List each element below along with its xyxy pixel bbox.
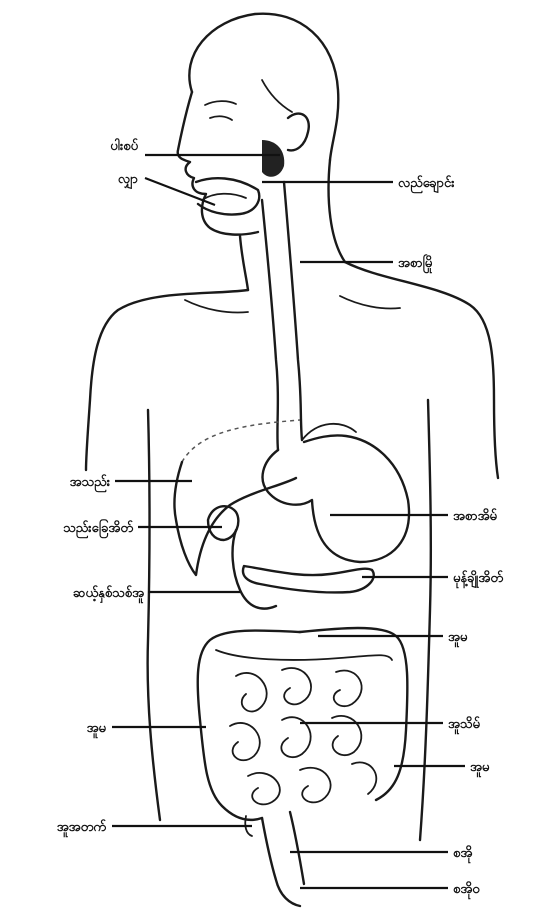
esophagus-left (262, 200, 278, 450)
label-large-intestine: အူမ (87, 721, 107, 739)
ear (288, 114, 309, 151)
torso-left (148, 410, 160, 820)
label-small-intestine: အူသိမ် (448, 715, 481, 735)
leader-tongue (145, 178, 215, 205)
torso-right (420, 400, 431, 840)
right-shoulder-arm (345, 262, 498, 478)
brow (205, 101, 236, 105)
label-esophagus: အစာမြို (398, 253, 434, 274)
label-duodenum: ဆယ့်နှစ်သစ်အူ (73, 584, 144, 604)
label-throat: လည်ချောင်း (398, 174, 455, 194)
eye (210, 116, 232, 120)
rectum-right-wall (290, 812, 304, 884)
label-gallbladder: သည်းခြေအိတ် (63, 518, 133, 539)
label-anus: စအိုဝ (453, 880, 480, 900)
stomach-fundus (302, 424, 356, 440)
digestive-tract (174, 140, 409, 906)
liver (174, 462, 296, 575)
label-colon-lower: အူမ (470, 760, 490, 778)
body-outline (86, 14, 498, 840)
pancreas (243, 566, 374, 593)
label-tongue: လျှာ (118, 172, 139, 190)
neck-left (240, 236, 248, 290)
left-collarbone (185, 300, 248, 313)
esophagus-right (284, 182, 302, 440)
right-collarbone (340, 296, 400, 309)
head-outline (189, 14, 338, 160)
liver-top (182, 420, 300, 462)
neck-right (329, 160, 345, 262)
label-pancreas: မုန့်ချိုအိတ် (453, 569, 503, 589)
descending-colon (300, 628, 407, 800)
label-mouth: ပါးစပ် (110, 137, 138, 154)
label-stomach: အစာအိမ် (453, 507, 498, 524)
transverse-colon-inner (216, 650, 392, 660)
hair-line (262, 80, 292, 112)
label-colon: အူမ (448, 630, 468, 648)
left-shoulder-arm (86, 290, 248, 470)
stomach (263, 435, 409, 562)
label-rectum: စအို (453, 844, 473, 864)
tongue (202, 194, 246, 200)
pharynx-shade (262, 140, 284, 177)
label-appendix: အူအတက် (57, 818, 107, 838)
label-liver: အသည်း (70, 473, 111, 493)
small-intestine (230, 668, 376, 804)
